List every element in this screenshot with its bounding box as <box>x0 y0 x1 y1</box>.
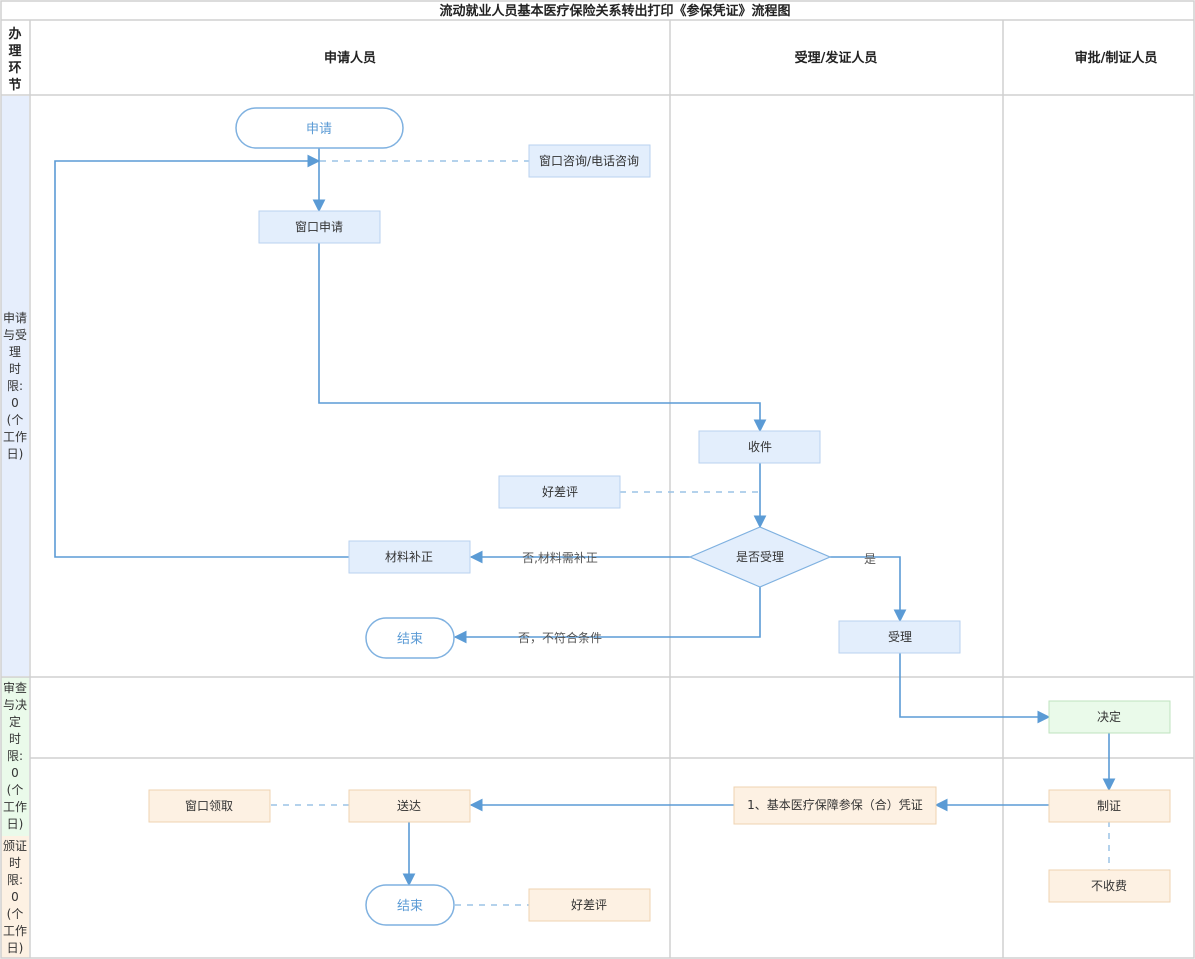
node-rating-1[interactable]: 好差评 <box>498 475 621 509</box>
node-decision[interactable]: 是否受理 <box>688 526 832 588</box>
node-end-2-label: 结束 <box>397 899 423 914</box>
left-header-char: 办 <box>8 26 21 42</box>
node-deliver[interactable]: 送达 <box>348 789 471 823</box>
phase-issue-line: (个 <box>7 907 24 921</box>
node-receive[interactable]: 收件 <box>698 430 821 464</box>
phase-issue-line: 时 <box>9 856 21 870</box>
phase-issue-line: 0 <box>11 890 19 904</box>
phase-apply-label: 申请 与受 理 时 限: 0 (个 工作 日) <box>3 311 27 461</box>
phase-review-line: 0 <box>11 766 19 780</box>
node-receive-label: 收件 <box>748 440 772 454</box>
phase-review-label: 审查 与决 定 时 限: 0 (个 工作 日) <box>3 680 27 831</box>
node-window-pickup-label: 窗口领取 <box>185 799 233 813</box>
node-cert-doc-label: 1、基本医疗保障参保（合）凭证 <box>747 797 923 812</box>
node-make-cert[interactable]: 制证 <box>1048 789 1171 823</box>
phase-apply-line: 限: <box>7 379 23 393</box>
chart-title: 流动就业人员基本医疗保险关系转出打印《参保凭证》流程图 <box>439 3 790 19</box>
node-accept[interactable]: 受理 <box>838 620 961 654</box>
node-consult-label: 窗口咨询/电话咨询 <box>539 153 639 168</box>
node-end-1-label: 结束 <box>397 632 423 647</box>
node-rating-2-label: 好差评 <box>571 898 607 912</box>
node-start[interactable]: 申请 <box>235 107 404 149</box>
node-window-apply-label: 窗口申请 <box>295 220 343 234</box>
lane-header-receiver: 受理/发证人员 <box>795 50 878 66</box>
phase-apply-line: 时 <box>9 362 21 376</box>
node-supplement-label: 材料补正 <box>385 550 433 564</box>
edge-accept-to-decide <box>899 653 1051 724</box>
lane-header-applicant: 申请人员 <box>324 50 376 66</box>
node-rating-1-label: 好差评 <box>542 485 578 499</box>
phase-apply-line: 与受 <box>3 328 27 342</box>
phase-review-line: 限: <box>7 749 23 763</box>
edge-label-yes: 是 <box>864 552 876 566</box>
phase-review-line: 与决 <box>3 698 27 712</box>
phase-issue-line: 限: <box>7 873 23 887</box>
phase-apply-line: 日) <box>7 447 24 461</box>
phase-apply-line: 工作 <box>3 430 27 444</box>
phase-issue-label: 颁证 时 限: 0 (个 工作 日) <box>3 838 27 955</box>
left-header-char: 环 <box>8 61 21 76</box>
phase-apply-band <box>1 96 29 676</box>
node-no-fee-label: 不收费 <box>1091 879 1127 893</box>
left-header-char: 节 <box>8 77 21 93</box>
node-consult[interactable]: 窗口咨询/电话咨询 <box>528 144 651 178</box>
node-supplement[interactable]: 材料补正 <box>348 540 471 574</box>
left-header: 办 理 环 节 <box>8 26 21 93</box>
node-decision-label: 是否受理 <box>736 550 784 564</box>
node-no-fee[interactable]: 不收费 <box>1048 869 1171 903</box>
node-end-2[interactable]: 结束 <box>365 884 455 926</box>
phase-review-line: 工作 <box>3 800 27 814</box>
node-end-1[interactable]: 结束 <box>365 617 455 659</box>
phase-review-line: 定 <box>9 714 21 729</box>
node-window-apply[interactable]: 窗口申请 <box>258 210 381 244</box>
edge-apply-to-receive <box>318 243 767 433</box>
lane-header-approver: 审批/制证人员 <box>1075 50 1158 66</box>
phase-apply-line: 0 <box>11 396 19 410</box>
node-rating-2[interactable]: 好差评 <box>528 888 651 922</box>
phase-review-line: 日) <box>7 817 24 831</box>
edge-supplement-loop <box>54 154 349 558</box>
phase-apply-line: 申请 <box>3 311 27 325</box>
node-make-cert-label: 制证 <box>1097 799 1121 813</box>
phase-review-band <box>1 677 29 836</box>
connectors <box>54 148 1116 906</box>
phase-apply-line: 理 <box>9 345 21 359</box>
phase-review-line: 审查 <box>3 680 27 695</box>
phase-issue-line: 日) <box>7 941 24 955</box>
phase-issue-band <box>1 836 29 958</box>
edge-decision-to-end <box>453 587 761 644</box>
node-cert-doc[interactable]: 1、基本医疗保障参保（合）凭证 <box>733 786 937 825</box>
phase-apply-line: (个 <box>7 413 24 427</box>
node-deliver-label: 送达 <box>397 798 421 813</box>
node-start-label: 申请 <box>306 122 332 137</box>
phase-review-line: 时 <box>9 732 21 746</box>
edge-label-no-supplement: 否,材料需补正 <box>522 551 598 565</box>
phase-issue-line: 颁证 <box>3 838 27 853</box>
left-header-char: 理 <box>8 44 21 59</box>
phase-review-line: (个 <box>7 783 24 797</box>
node-decide-label: 决定 <box>1097 709 1121 724</box>
node-window-pickup[interactable]: 窗口领取 <box>148 789 271 823</box>
edge-decision-to-accept <box>830 556 907 623</box>
node-decide[interactable]: 决定 <box>1048 700 1171 734</box>
node-accept-label: 受理 <box>888 630 912 644</box>
phase-issue-line: 工作 <box>3 924 27 938</box>
edge-label-no-unqualified: 否，不符合条件 <box>518 630 602 645</box>
